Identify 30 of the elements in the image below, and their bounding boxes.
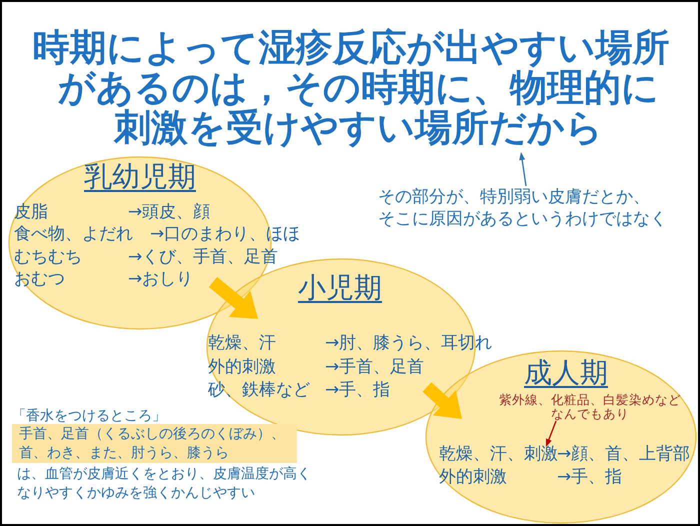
- period-heading: 小児期: [298, 271, 382, 305]
- arrow: [519, 152, 527, 186]
- note-text: その部分が、特別弱い皮膚だとか、そこに原因があるというわけではなく: [378, 186, 672, 230]
- period-heading: 成人期: [524, 356, 608, 390]
- affected-area-text: →くび、手首、足首: [128, 246, 278, 268]
- block-arrow: [208, 276, 258, 319]
- cause-text: おむつ: [14, 268, 65, 290]
- cause-text: 乾燥、汗: [208, 332, 276, 354]
- affected-area-text: →手、指: [557, 466, 622, 488]
- affected-area-text: →手首、足首: [325, 356, 424, 378]
- cause-text: 砂、鉄棒など: [208, 379, 310, 401]
- block-arrow: [422, 382, 462, 420]
- cause-text: 乾燥、汗、刺激: [439, 443, 558, 465]
- quote-text: 「香水をつけるところ」: [12, 407, 166, 426]
- affected-area-text: →顔、首、上背部: [557, 443, 690, 465]
- highlighted-text: 手首、足首（くるぶしの後ろのくぼみ）、首、わき、また、肘うら、膝うら: [12, 424, 297, 463]
- affected-area-text: →手、指: [325, 379, 390, 401]
- note-text: は、血管が皮膚近くをとおり、皮膚温度が高くなりやすくかゆみを強くかんじやすい: [17, 465, 312, 503]
- arrow: [546, 420, 557, 448]
- affected-area-text: →肘、膝うら、耳切れ: [325, 332, 492, 354]
- cause-text: 食べ物、よだれ: [14, 223, 133, 245]
- affected-area-text: →おしり: [128, 268, 194, 290]
- cause-text: 外的刺激: [208, 356, 276, 378]
- cause-text: 皮脂: [14, 201, 48, 223]
- affected-area-text: →頭皮、顔: [128, 201, 210, 223]
- cause-text: むちむち: [14, 246, 82, 268]
- callout-note: 紫外線、化粧品、白髪染めなどなんでもあり: [499, 393, 681, 421]
- cause-text: 外的刺激: [439, 466, 507, 488]
- title-text: 時期によって湿疹反応が出やすい場所があるのは，その時期に、物理的に刺激を受けやすい場所だから: [32, 28, 671, 148]
- period-heading: 乳幼児期: [84, 160, 196, 194]
